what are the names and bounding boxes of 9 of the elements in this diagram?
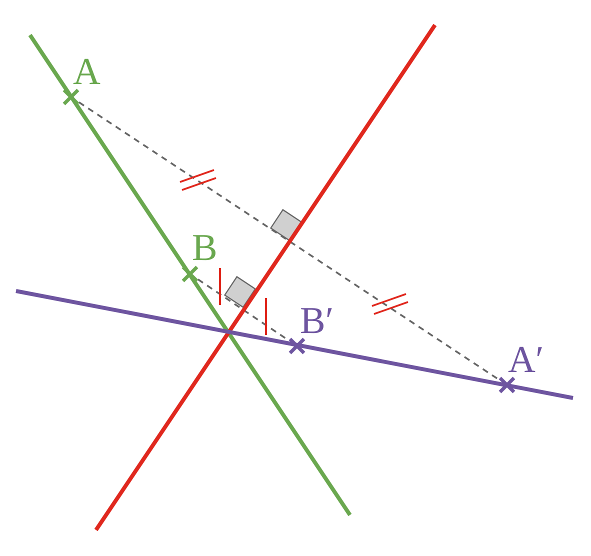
point-marker-icon	[288, 338, 306, 354]
point-label: A	[73, 53, 100, 91]
point-marker-icon	[62, 88, 80, 106]
point-marker-icon	[182, 266, 198, 282]
point-label: B′	[300, 302, 334, 340]
point-marker-icon	[498, 376, 516, 394]
point-label: A′	[508, 341, 544, 379]
dashed-segment	[78, 102, 500, 380]
point-label: B	[192, 229, 218, 267]
